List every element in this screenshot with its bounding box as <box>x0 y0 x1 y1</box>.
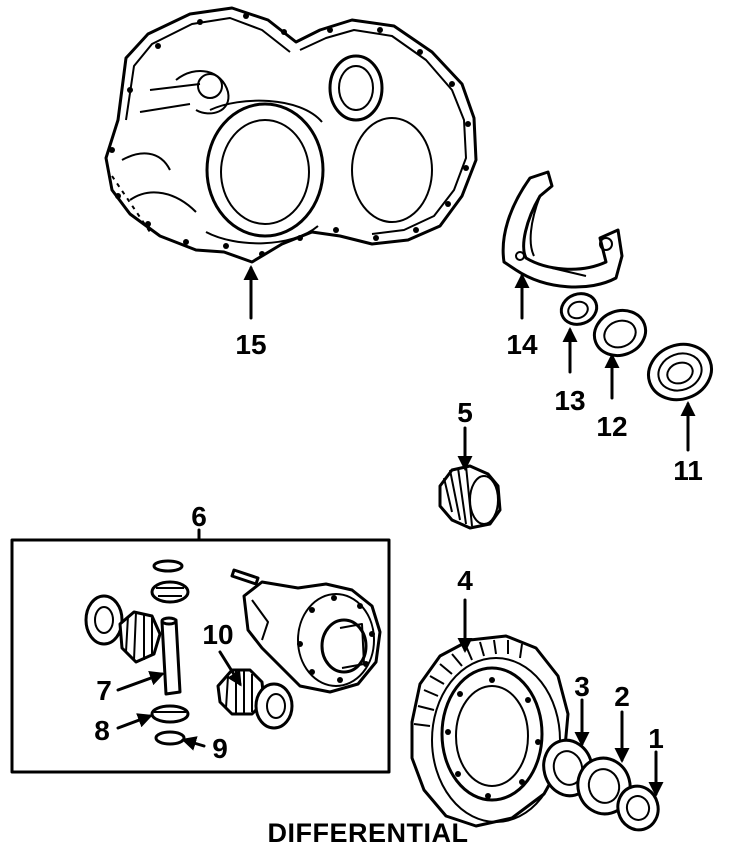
callout-13: 13 <box>554 385 585 416</box>
part-5-gear[interactable] <box>438 464 502 530</box>
callout-14: 14 <box>506 329 538 360</box>
callout-4: 4 <box>457 565 473 596</box>
callout-3: 3 <box>574 671 590 702</box>
callout-2: 2 <box>614 681 630 712</box>
callout-12: 12 <box>596 411 627 442</box>
callout-6: 6 <box>191 501 207 532</box>
part-12-race[interactable] <box>588 303 652 362</box>
pinion-gear-top[interactable] <box>150 580 190 604</box>
differential-case[interactable] <box>242 580 382 694</box>
part-7-pinion-shaft[interactable] <box>160 616 182 696</box>
callout-15: 15 <box>235 329 266 360</box>
part-8-pinion-gear[interactable] <box>150 704 190 724</box>
part-10-side-gear[interactable] <box>216 668 294 730</box>
diagram-caption: DIFFERENTIAL <box>268 818 469 848</box>
callout-7: 7 <box>96 675 112 706</box>
part-15-transaxle-case[interactable] <box>104 6 478 264</box>
callout-5: 5 <box>457 397 473 428</box>
callout-8: 8 <box>94 715 110 746</box>
part-1-seal[interactable] <box>613 782 663 835</box>
small-pin[interactable] <box>230 568 260 586</box>
thrust-washer-top[interactable] <box>152 559 184 573</box>
leader-7 <box>116 671 165 692</box>
side-gear-left[interactable] <box>84 594 162 664</box>
leader-8 <box>116 713 153 730</box>
leader-10 <box>218 650 242 687</box>
callout-11: 11 <box>673 455 703 486</box>
part-13-seal[interactable] <box>557 289 601 330</box>
leader-9 <box>181 736 206 751</box>
part-11-bearing[interactable] <box>641 336 720 409</box>
callout-1: 1 <box>648 723 664 754</box>
part-2-shim[interactable] <box>572 752 637 820</box>
part-9-thrust-washer[interactable] <box>154 730 186 746</box>
part-4-ring-gear[interactable] <box>410 634 570 828</box>
callout-10: 10 <box>202 619 233 650</box>
callout-9: 9 <box>212 733 228 764</box>
part-14-bracket[interactable] <box>501 170 624 289</box>
